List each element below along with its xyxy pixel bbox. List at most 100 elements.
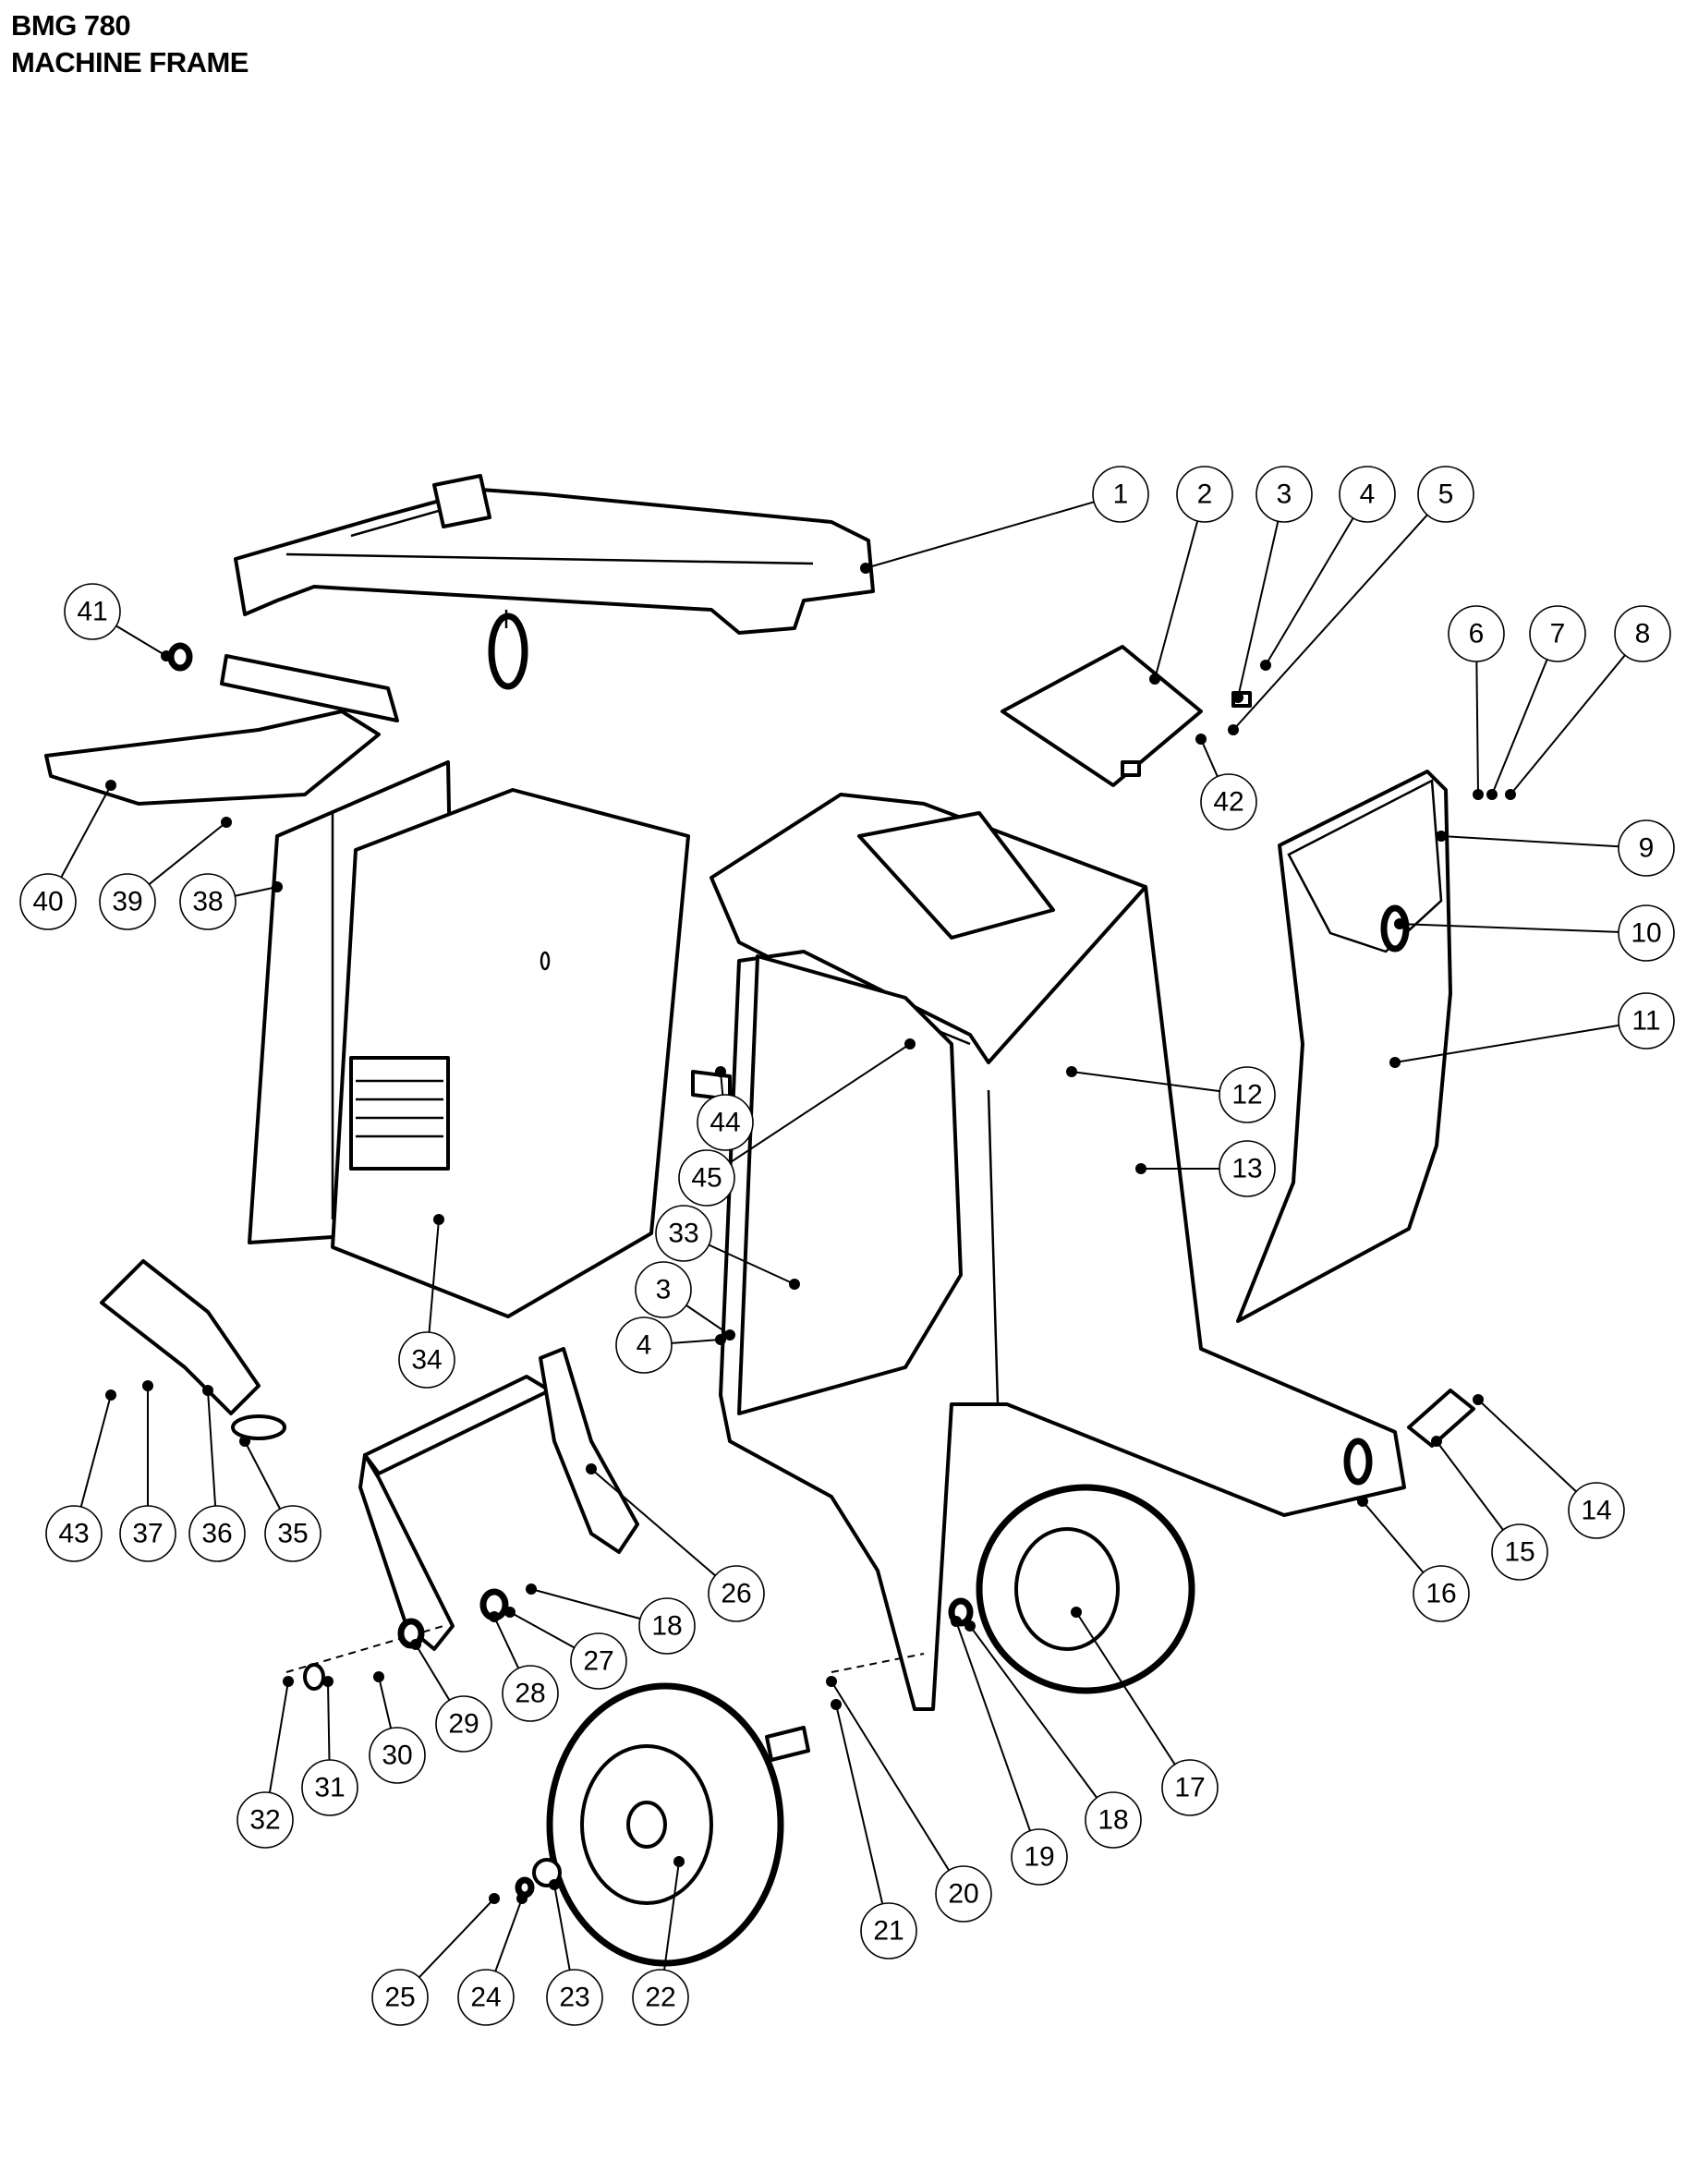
leader-line-21 <box>835 1704 884 1905</box>
callout-number: 28 <box>515 1679 545 1709</box>
callout-number: 42 <box>1213 787 1243 818</box>
callout-circle <box>655 1205 712 1262</box>
callout-number: 17 <box>1174 1773 1205 1803</box>
callout-circle <box>188 1505 246 1562</box>
leader-dot <box>1260 660 1271 671</box>
leader-line-2 <box>1154 520 1199 680</box>
callout-10: 10 <box>1618 904 1675 962</box>
callout-circle <box>1529 605 1586 662</box>
leader-dot <box>373 1671 384 1682</box>
leader-line-1 <box>865 501 1095 569</box>
callout-40: 40 <box>19 873 77 930</box>
leader-line-34 <box>428 1219 440 1333</box>
callout-circle <box>1339 466 1396 523</box>
leader-line-29 <box>415 1644 451 1701</box>
leader-line-12 <box>1071 1071 1220 1093</box>
callout-number: 7 <box>1550 619 1566 649</box>
callout-circle <box>1417 466 1474 523</box>
callout-circle <box>935 1865 992 1923</box>
leader-dot <box>410 1639 421 1650</box>
callout-37: 37 <box>119 1505 176 1562</box>
leader-line-31 <box>327 1680 331 1761</box>
callout-19: 19 <box>1011 1828 1068 1886</box>
callout-9: 9 <box>1618 819 1675 877</box>
leader-line-32 <box>268 1680 289 1793</box>
leader-dot <box>1232 692 1243 703</box>
callout-circle <box>369 1727 426 1784</box>
leader-dot <box>1066 1066 1077 1077</box>
leader-line-25 <box>418 1898 495 1978</box>
callout-circle <box>64 583 121 640</box>
callout-number: 31 <box>314 1773 345 1803</box>
callout-35: 35 <box>264 1505 321 1562</box>
callout-4: 4 <box>1339 466 1396 523</box>
leader-line-11 <box>1394 1024 1619 1063</box>
callout-3: 3 <box>635 1261 692 1318</box>
callout-circle <box>45 1505 103 1562</box>
callout-circle <box>119 1505 176 1562</box>
leader-line-42 <box>1200 738 1219 777</box>
callout-number: 38 <box>192 887 223 917</box>
callout-38: 38 <box>179 873 237 930</box>
section-title: MACHINE FRAME <box>11 46 249 79</box>
leader-dot <box>724 1329 735 1341</box>
callout-number: 21 <box>873 1916 904 1947</box>
callout-41: 41 <box>64 583 121 640</box>
callout-circle <box>301 1759 358 1816</box>
callout-32: 32 <box>237 1791 294 1849</box>
leader-line-35 <box>244 1440 282 1510</box>
callout-number: 45 <box>691 1163 722 1194</box>
callout-number: 24 <box>470 1983 501 2013</box>
leader-line-19 <box>955 1620 1031 1832</box>
callout-7: 7 <box>1529 605 1586 662</box>
callout-17: 17 <box>1161 1759 1219 1816</box>
leader-dot <box>1135 1163 1146 1174</box>
callout-circle <box>615 1316 673 1374</box>
callout-circle <box>1219 1140 1276 1197</box>
callout-24: 24 <box>457 1969 515 2026</box>
callout-number: 34 <box>411 1345 442 1376</box>
front-cover-part <box>331 788 690 1318</box>
callout-14: 14 <box>1568 1482 1625 1539</box>
leader-line-9 <box>1440 835 1619 848</box>
callout-number: 37 <box>132 1519 163 1549</box>
callout-circle <box>371 1969 429 2026</box>
callout-circle <box>457 1969 515 2026</box>
callout-number: 6 <box>1469 619 1485 649</box>
leader-dot <box>673 1856 685 1867</box>
callout-number: 18 <box>651 1611 682 1642</box>
callout-28: 28 <box>502 1665 559 1722</box>
callout-39: 39 <box>99 873 156 930</box>
leader-dot <box>516 1893 528 1904</box>
callout-circle <box>1011 1828 1068 1886</box>
callout-23: 23 <box>546 1969 603 2026</box>
callout-circle <box>697 1094 754 1151</box>
leader-dot <box>964 1620 976 1632</box>
callout-16: 16 <box>1413 1565 1470 1622</box>
callout-number: 3 <box>656 1275 672 1305</box>
callout-number: 4 <box>637 1330 652 1361</box>
leader-line-18 <box>530 1588 641 1620</box>
callout-21: 21 <box>860 1902 917 1960</box>
callout-27: 27 <box>570 1632 627 1690</box>
leader-dot <box>1149 673 1160 685</box>
callout-circle <box>1200 773 1257 831</box>
callout-number: 27 <box>583 1646 613 1677</box>
leader-line-3 <box>685 1304 731 1336</box>
callout-11: 11 <box>1618 992 1675 1050</box>
leader-line-45 <box>729 1043 911 1164</box>
callout-number: 30 <box>382 1741 412 1771</box>
callout-2: 2 <box>1176 466 1233 523</box>
callout-number: 33 <box>668 1219 698 1249</box>
callout-circle <box>1618 992 1675 1050</box>
callout-number: 41 <box>77 597 107 627</box>
leader-line-39 <box>148 821 227 885</box>
leader-dot <box>586 1463 597 1474</box>
leader-dot <box>322 1676 334 1687</box>
callout-29: 29 <box>435 1695 492 1753</box>
leader-dot <box>1071 1607 1082 1618</box>
leader-dot <box>549 1879 560 1890</box>
callout-number: 43 <box>58 1519 89 1549</box>
model-title: BMG 780 <box>11 9 131 42</box>
